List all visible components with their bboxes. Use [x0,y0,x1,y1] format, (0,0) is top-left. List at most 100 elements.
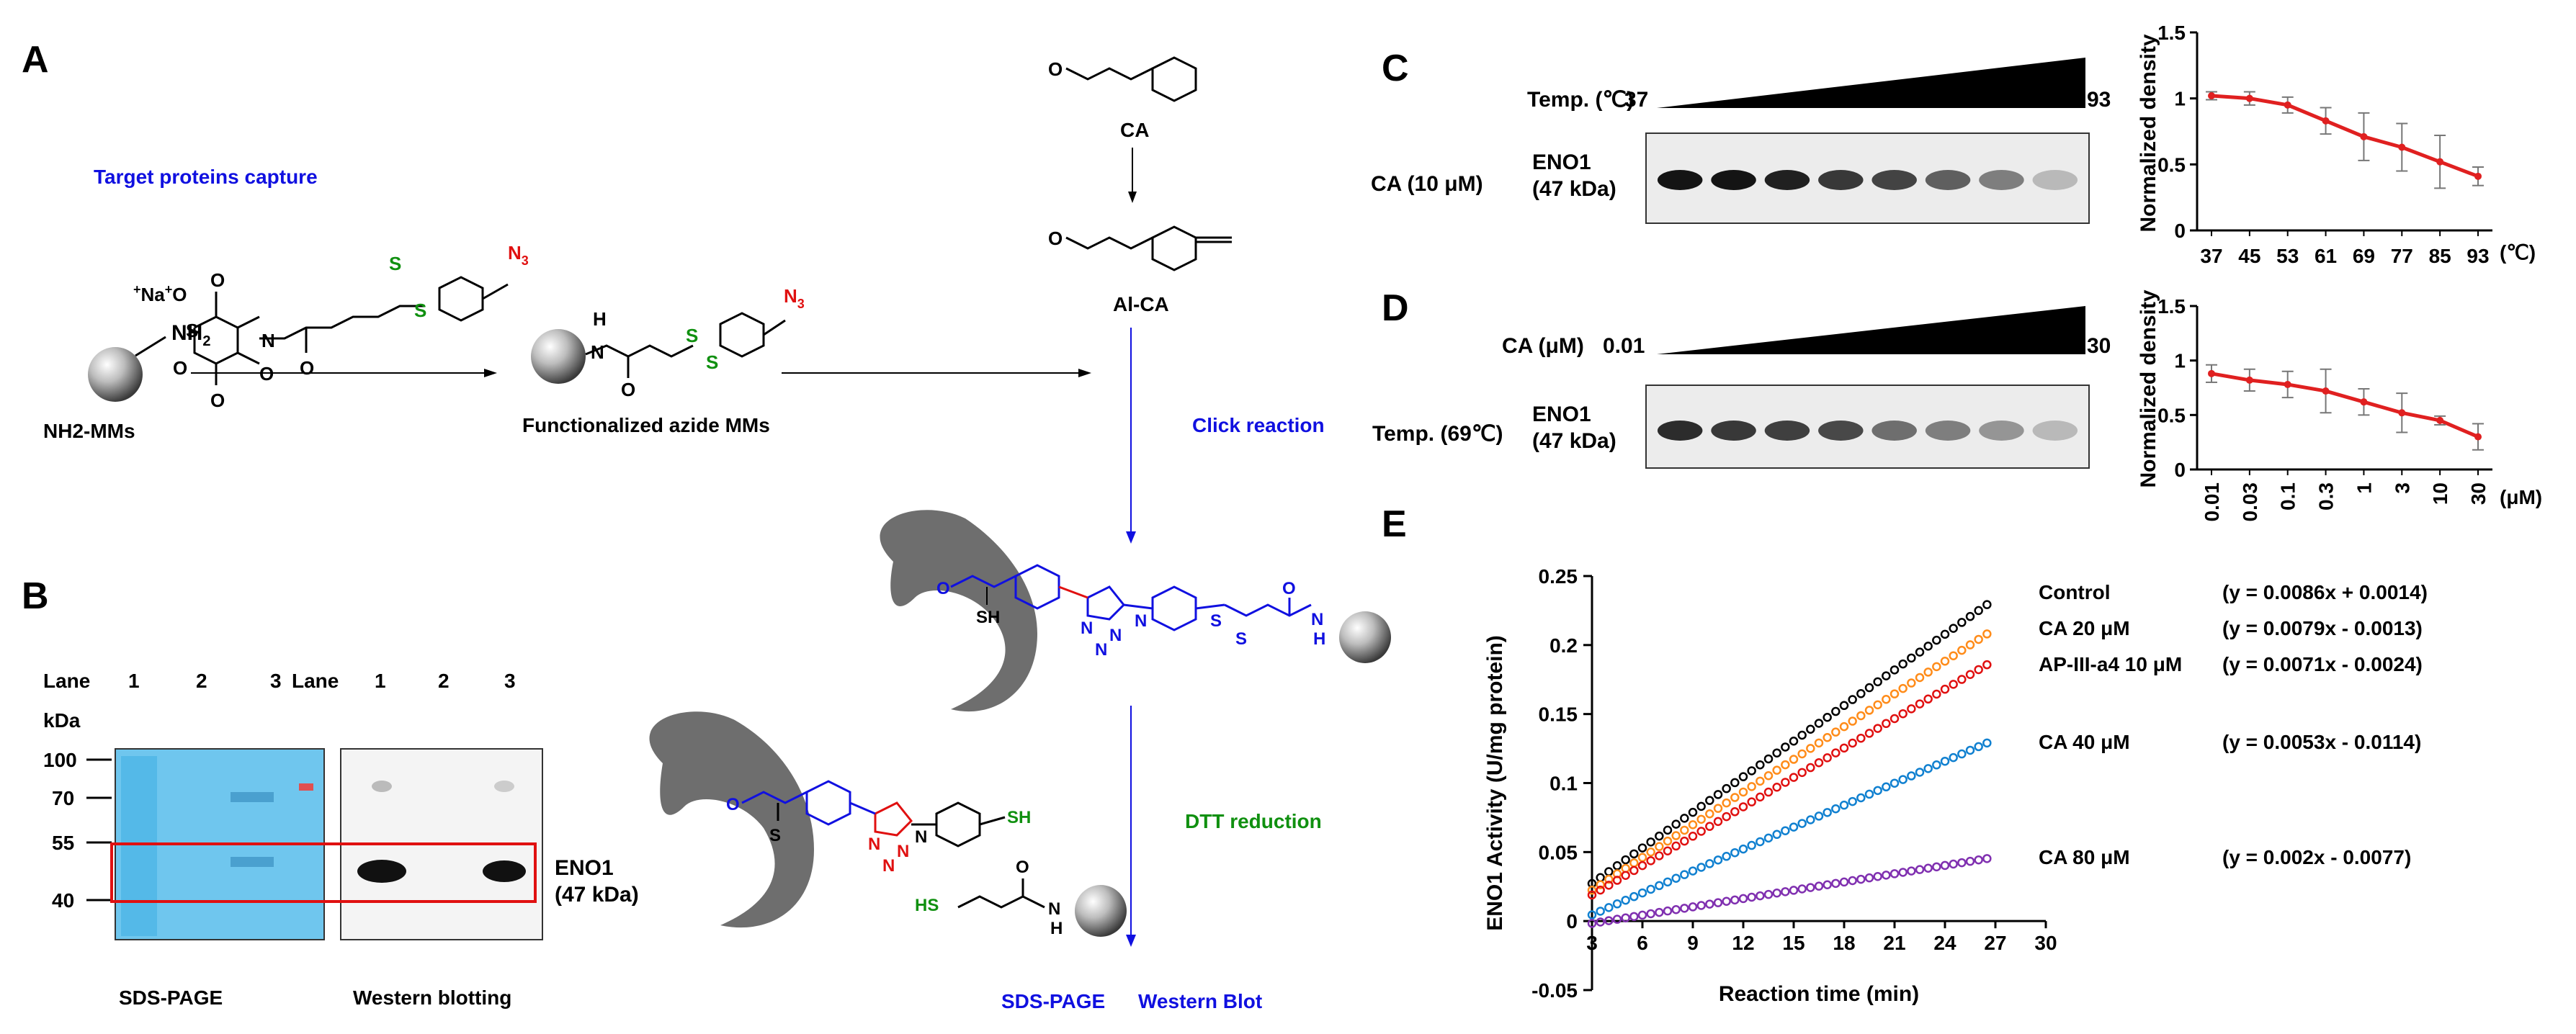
data-point [1864,873,1874,883]
blot-band [1711,421,1756,441]
data-point [1621,863,1630,873]
data-point [1949,624,1958,633]
data-point [1688,820,1698,830]
data-point [1671,819,1681,829]
b-eno1-label: ENO1 [555,856,614,880]
data-point [1730,895,1740,905]
lane-3-left: 3 [270,670,282,692]
svg-text:N: N [882,856,895,876]
data-point [1848,796,1857,806]
data-point [1856,711,1866,721]
ca-oxygen: O [1048,58,1063,80]
data-point [1663,906,1673,916]
d-ca-label: CA (μM) [1502,334,1584,358]
data-point [1688,832,1698,841]
panel-a-label: A [22,39,49,81]
capture-title: Target proteins capture [94,166,318,188]
y-tick-label: 1 [2174,350,2186,372]
data-point [1756,776,1765,786]
data-point [1982,854,1992,863]
data-point [1974,634,1983,644]
svg-text:S: S [1235,629,1247,649]
b-sds-caption: SDS-PAGE [119,986,223,1009]
data-point [1889,665,1900,675]
x-tick-label: 1 [2353,482,2375,494]
data-point [1646,909,1655,919]
data-point [1671,905,1681,914]
x-unit-label: (℃) [2500,241,2536,264]
x-tick-label: 30 [2467,482,2490,505]
data-point [1781,887,1790,896]
data-point [1965,670,1975,680]
data-point [1882,671,1891,680]
data-point [2322,387,2330,395]
data-point [1949,651,1958,660]
equation-label: (y = 0.0053x - 0.0114) [2222,731,2421,753]
c-temp-label: Temp. (℃) [1527,88,1634,112]
lane-1-left: 1 [128,670,140,692]
data-point [1864,789,1874,799]
data-point [1923,667,1933,677]
data-point [1839,743,1849,753]
data-point [1789,736,1799,746]
c-start: 37 [1624,88,1648,112]
data-point [1814,738,1824,748]
data-point [1831,727,1841,737]
functionalized-azide-mm: H N O S S N3 Functionalized azide MMs [522,285,805,436]
data-point [1831,706,1841,716]
data-point [1612,899,1622,909]
svg-text:O: O [173,357,187,379]
x-tick-label: 69 [2353,245,2375,267]
svg-text:N3: N3 [508,242,529,268]
data-point [1587,919,1597,928]
data-point [1940,860,1950,871]
panel-e: E [1382,503,1407,545]
data-point [1621,913,1630,923]
data-point [1587,885,1597,895]
data-point [1907,653,1916,663]
data-point [1907,704,1916,714]
svg-text:N: N [591,341,604,363]
data-point [1629,849,1639,859]
data-point [1789,755,1799,764]
data-point [1889,778,1900,788]
data-point [1814,881,1824,891]
blot-band [1818,421,1864,441]
data-point [1923,863,1933,873]
blot-band [1764,421,1810,441]
data-point [1932,662,1941,672]
data-point [1763,754,1774,764]
data-point [1738,787,1748,797]
y-axis-label: ENO1 Activity (U/mg protein) [1483,635,1507,931]
svg-text:N: N [1109,626,1122,645]
data-point [1696,814,1706,824]
data-point [1965,611,1975,621]
svg-text:S: S [389,253,401,274]
data-point [1587,890,1597,900]
data-point [1621,895,1630,905]
data-point [1680,904,1689,913]
nh2-mm: NH2 NH2-MMs [43,321,210,442]
nh2-mm-name: NH2-MMs [43,420,135,442]
lane-label-left: Lane [43,670,90,692]
data-point [1655,842,1664,851]
data-point [1949,680,1958,689]
blot-band [1818,170,1864,190]
magnetic-bead [1339,611,1391,663]
click-reaction-label: Click reaction [1192,414,1325,436]
data-point [1680,870,1689,879]
x-tick-label: 6 [1637,932,1648,954]
data-point [1604,916,1614,925]
data-point [1604,874,1614,884]
data-point [1696,827,1706,836]
data-point [1612,876,1622,885]
data-point [1696,863,1706,872]
data-point [1898,659,1908,669]
alca-name: Al-CA [1113,293,1169,315]
svg-text:N: N [915,827,927,847]
panel-c-label: C [1382,48,1409,89]
data-point [1604,903,1614,912]
data-point [1646,847,1655,857]
blot-band [1764,170,1810,190]
